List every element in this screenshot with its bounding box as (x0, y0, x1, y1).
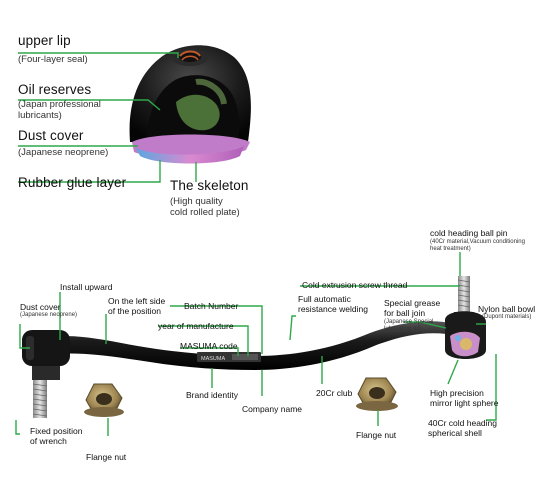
dust-boot-illustration (129, 45, 251, 164)
install-upward-label: Install upward (60, 282, 113, 292)
club-label: 20Cr club (316, 388, 353, 398)
oil-reserves-sub-2: lubricants) (18, 110, 62, 121)
mirror-sphere-line-1: High precision (430, 388, 484, 398)
oil-reserves-label: Oil reserves (18, 82, 92, 97)
ball-pin-sub-1: (40Cr material,Vacuum conditioning (430, 239, 525, 245)
tie-rod-illustration: MASUMA (22, 276, 486, 418)
cold-extrusion-label: Cold extrusion screw thread (302, 280, 408, 290)
skeleton-sub-2: cold rolled plate) (170, 207, 240, 218)
rod-marking: MASUMA (201, 356, 225, 362)
upper-lip-label: upper lip (18, 33, 71, 48)
skeleton-label: The skeleton (170, 178, 249, 193)
dust-cover-bottom-label: Dust cover (20, 302, 61, 312)
oil-reserves-sub-1: (Japan professional (18, 99, 101, 110)
ball-pin-label: cold heading ball pin (430, 228, 508, 238)
welding-line-1: Full automatic (298, 294, 351, 304)
welding-line-2: resistance welding (298, 304, 368, 314)
fixed-position-line-2: of wrench (30, 436, 67, 446)
special-grease-line-1: Special grease (384, 298, 441, 308)
left-side-line-1: On the left side (108, 296, 166, 306)
spherical-shell-line-2: spherical shell (428, 428, 482, 438)
flange-nut-left-illustration (84, 383, 124, 417)
nylon-bowl-sub: (Dupont materials) (482, 314, 532, 320)
flange-nut-right-label: Flange nut (356, 430, 397, 440)
company-name-label: Company name (242, 404, 303, 414)
upper-lip-sub: (Four-layer seal) (18, 54, 88, 65)
ball-pin-sub-2: heat treatment) (430, 246, 471, 252)
brand-identity-label: Brand identity (186, 390, 238, 400)
dust-cover-top-sub: (Japanese neoprene) (18, 147, 109, 158)
skeleton-sub-1: (High quality (170, 196, 223, 207)
year-manufacture-label: year of manufacture (158, 321, 234, 331)
special-grease-sub-2: lubricating oil) (384, 326, 422, 332)
flange-nut-left-label: Flange nut (86, 452, 127, 462)
dust-cover-bottom-sub: (Japanese neoprene) (20, 312, 78, 318)
special-grease-line-2: for ball join (384, 308, 426, 318)
masuma-code-label: MASUMA code (180, 341, 238, 351)
left-side-line-2: of the position (108, 306, 161, 316)
top-leaders (18, 52, 197, 183)
nylon-bowl-label: Nylon ball bowl (478, 304, 536, 314)
bottom-leaders (15, 252, 497, 436)
spherical-shell-line-1: 40Cr cold heading (428, 418, 497, 428)
mirror-sphere-line-2: mirror light sphere (430, 398, 499, 408)
flange-nut-right-illustration (356, 377, 398, 411)
rubber-glue-label: Rubber glue layer (18, 175, 127, 190)
dust-cover-top-label: Dust cover (18, 128, 84, 143)
fixed-position-line-1: Fixed position (30, 426, 83, 436)
batch-number-label: Batch Number (184, 301, 239, 311)
special-grease-sub-1: (Japanese Special (384, 319, 434, 325)
